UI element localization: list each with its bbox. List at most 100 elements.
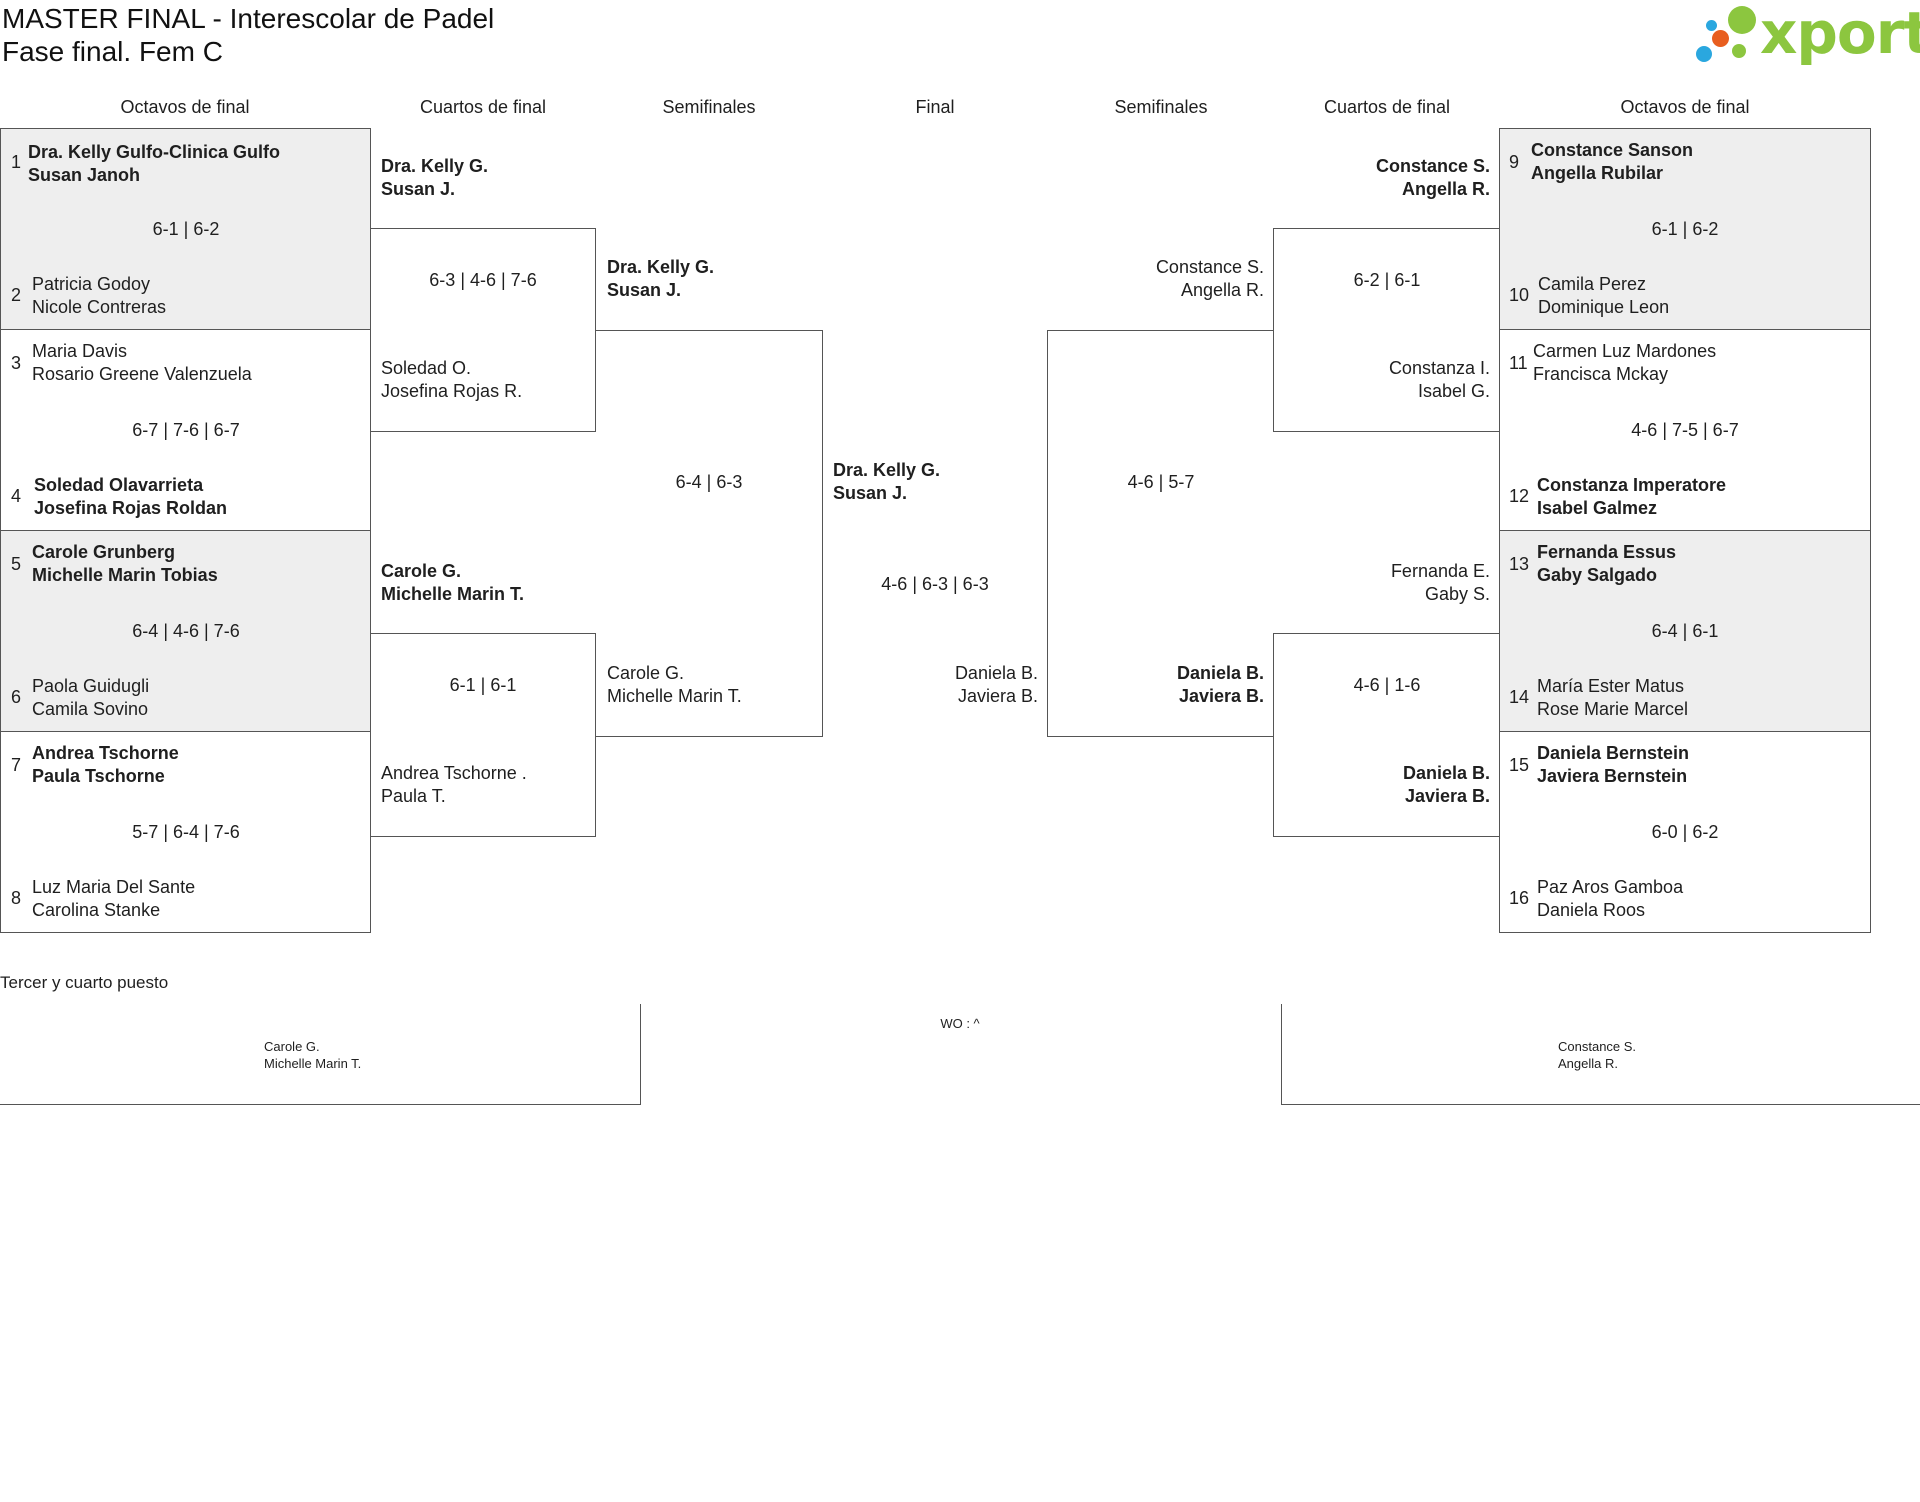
final-winner: Dra. Kelly G. Susan J. [833,459,940,505]
player-name: Paula Tschorne [32,766,165,786]
player-name: Fernanda E. [1390,561,1490,581]
player-name: Constance S. [1155,257,1264,277]
player-name: Rosario Greene Valenzuela [32,364,252,384]
match-score: 6-1 | 6-1 [449,675,517,695]
team: Paz Aros Gamboa Daniela Roos [1537,876,1683,922]
player-name: Constanza I. [1388,358,1490,378]
team-winner: Fernanda Essus Gaby Salgado [1537,541,1676,587]
player-name: Daniela B. [954,663,1038,683]
seed-number: 6 [11,687,22,707]
player-name: Javiera B. [1178,686,1264,706]
logo-dot-orange [1712,30,1729,47]
player-name: Paula T. [381,786,446,806]
player-name: Carole G. [381,561,462,581]
player-name: Patricia Godoy [32,274,151,294]
team: Paola Guidugli Camila Sovino [32,675,149,721]
match-score: 6-7 | 7-6 | 6-7 [132,420,240,440]
seed-number: 11 [1509,353,1528,373]
team: Constanza I. Isabel G. [1274,357,1490,403]
match-octavos-right-3: 13 Fernanda Essus Gaby Salgado 6-4 | 6-1… [1499,530,1871,732]
player-name: Isabel G. [1417,381,1490,401]
team-winner: Constance S. Angella R. [1274,155,1490,201]
seed-number: 4 [11,486,22,506]
player-name: Carole G. [607,663,685,683]
player-name: Susan J. [607,280,682,300]
third-place-right-bracket [1281,1004,1920,1105]
round-header-octavos-right: Octavos de final [1620,97,1750,117]
player-name: Susan J. [833,483,908,503]
player-name: Carolina Stanke [32,900,161,920]
player-name: Constanza Imperatore [1537,475,1727,495]
seed-number: 7 [11,755,22,775]
player-name: Angella R. [1401,179,1490,199]
round-header-cuartos-right: Cuartos de final [1323,97,1451,117]
logo-dot-green-small [1732,44,1746,58]
player-name: Constance S. [1558,1039,1637,1054]
match-score: 6-1 | 6-2 [1651,219,1719,239]
match-cuartos-right-1 [1273,228,1500,432]
player-name: Soledad O. [381,358,472,378]
match-semis-right [1047,330,1274,737]
player-name: Carmen Luz Mardones [1533,341,1717,361]
logo-dot-green-large [1728,6,1756,34]
match-score: 6-3 | 4-6 | 7-6 [429,270,537,290]
seed-number: 2 [11,285,22,305]
player-name: Dra. Kelly G. [381,156,489,176]
final-score: 4-6 | 6-3 | 6-3 [881,574,989,594]
match-octavos-left-4: 7 Andrea Tschorne Paula Tschorne 5-7 | 6… [0,731,371,933]
player-name: Dra. Kelly G. [833,460,941,480]
match-octavos-left-2: 3 Maria Davis Rosario Greene Valenzuela … [0,329,371,531]
team-winner: Carole G. Michelle Marin T. [381,560,524,606]
team: Fernanda E. Gaby S. [1274,560,1490,606]
round-header-cuartos-left: Cuartos de final [419,97,547,117]
seed-number: 16 [1509,888,1530,908]
player-name: Dominique Leon [1538,297,1670,317]
player-name: Isabel Galmez [1537,498,1658,518]
player-name: Javiera Bernstein [1537,766,1688,786]
match-cuartos-right-2 [1273,633,1500,837]
round-header-semis-right: Semifinales [1114,97,1208,117]
player-name: Michelle Marin T. [381,584,525,604]
team: Carole G. Michelle Marin T. [607,662,742,708]
player-name: Michelle Marin Tobias [32,565,218,585]
match-score: 4-6 | 1-6 [1353,675,1421,695]
match-cuartos-left-2 [370,633,596,837]
player-name: Andrea Tschorne . [381,763,527,783]
player-name: Daniela B. [1176,663,1264,683]
player-name: Paz Aros Gamboa [1537,877,1684,897]
player-name: Angella R. [1180,280,1264,300]
player-name: Luz Maria Del Sante [32,877,196,897]
player-name: Dra. Kelly G. [607,257,715,277]
player-name: Camila Perez [1538,274,1647,294]
team: Camila Perez Dominique Leon [1538,273,1669,319]
player-name: Paola Guidugli [32,676,150,696]
match-octavos-right-1: 9 Constance Sanson Angella Rubilar 6-1 |… [1499,128,1871,330]
third-place-score: WO : ^ [940,1016,980,1031]
team: Maria Davis Rosario Greene Valenzuela [32,340,252,386]
seed-number: 1 [11,152,22,172]
xporty-logo: xporty [1694,0,1920,68]
third-place-label: Tercer y cuarto puesto [0,973,169,992]
match-cuartos-left-1 [370,228,596,432]
team-winner: Dra. Kelly Gulfo-Clinica Gulfo Susan Jan… [28,141,280,187]
seed-number: 12 [1509,486,1530,506]
seed-number: 14 [1509,687,1530,707]
logo-wordmark: xporty [1760,0,1920,67]
team: María Ester Matus Rose Marie Marcel [1537,675,1688,721]
player-name: Carole G. [264,1039,320,1054]
team-winner: Dra. Kelly G. Susan J. [607,256,714,302]
match-octavos-left-3: 5 Carole Grunberg Michelle Marin Tobias … [0,530,371,732]
team-winner: Constance Sanson Angella Rubilar [1531,139,1693,185]
team: Patricia Godoy Nicole Contreras [32,273,166,319]
team-winner: Dra. Kelly G. Susan J. [381,155,488,201]
seed-number: 9 [1509,152,1520,172]
tournament-title: MASTER FINAL - Interescolar de Padel [2,3,495,34]
player-name: Andrea Tschorne [32,743,179,763]
match-score: 6-2 | 6-1 [1353,270,1421,290]
player-name: Camila Sovino [32,699,149,719]
player-name: Daniela Roos [1537,900,1646,920]
logo-dot-blue [1696,46,1712,62]
player-name: Constance S. [1375,156,1490,176]
final-runner-up: Daniela B. Javiera B. [822,662,1038,708]
team: Constance S. Angella R. [1048,256,1264,302]
